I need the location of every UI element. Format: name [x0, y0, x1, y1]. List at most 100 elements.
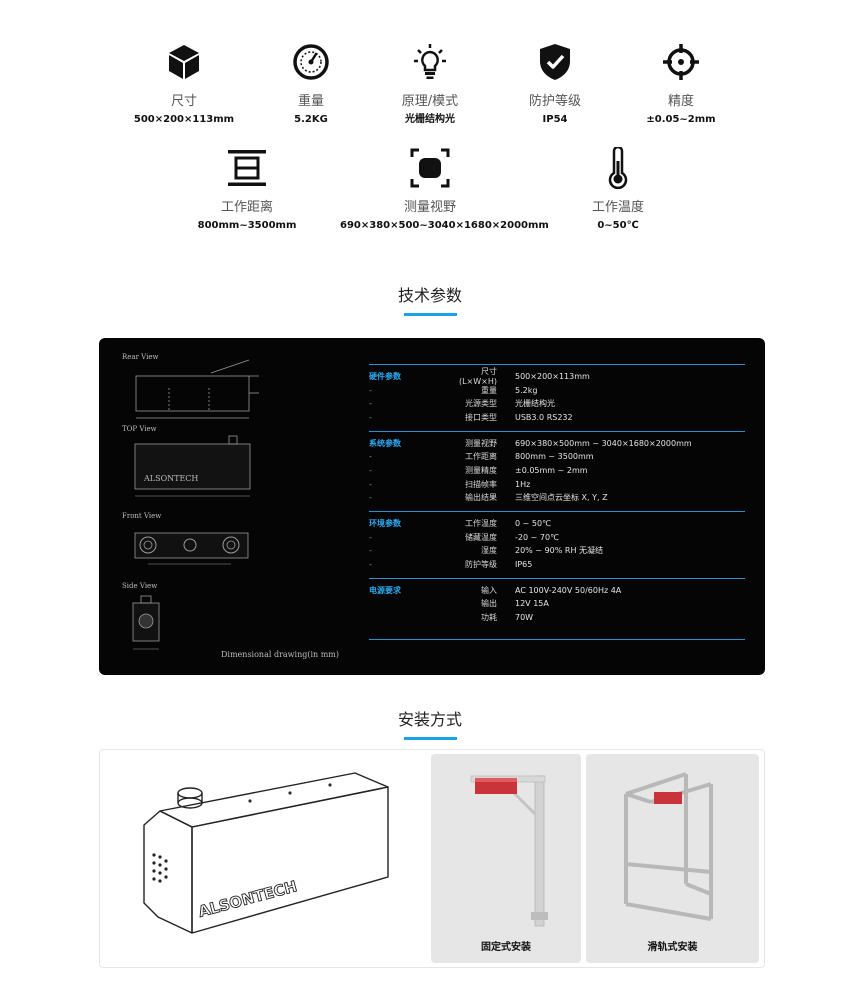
section-title-install: 安装方式: [397, 710, 462, 729]
thermometer-icon: [528, 146, 708, 190]
rear-view-outline: [135, 359, 259, 419]
spec-row: - 输出结果 三维空间点云坐标 X, Y, Z: [369, 492, 745, 506]
distance-icon: [157, 146, 337, 190]
spec-key: 输出结果: [465, 493, 497, 503]
spec-row: - 光源类型 光栅结构光: [369, 397, 745, 411]
spec-value: 12V 15A: [515, 599, 549, 609]
feature-field-of-view: 测量视野 690×380×500~3040×1680×2000mm: [340, 146, 549, 232]
rail-mount-card[interactable]: 滑轨式安装: [586, 754, 759, 963]
spec-key: 尺寸(L×W×H): [458, 366, 497, 386]
spec-key: 输入: [481, 585, 497, 595]
fixed-mount-illustration: [470, 775, 548, 927]
feature-accuracy: 精度 ±0.05~2mm: [591, 40, 771, 126]
spec-value: 70W: [515, 613, 534, 623]
side-view-outline: Side View: [122, 582, 160, 650]
spec-group-title: 环境参数: [369, 519, 401, 529]
device-illustration: ALSONTECH: [143, 772, 389, 934]
feature-size: 尺寸 500×200×113mm: [94, 40, 274, 126]
dimensional-drawing: Rear View TOP View ALSONTECH Front View: [122, 353, 339, 659]
spec-row: -测量精度±0.05mm ~ 2mm: [369, 464, 745, 478]
crosshair-icon: [591, 40, 771, 84]
feature-label: 原理/模式: [401, 94, 459, 109]
fixed-mount-card[interactable]: 固定式安装: [431, 754, 581, 963]
spec-row: 功耗 70W: [369, 611, 745, 625]
spec-value: 690×380×500mm ~ 3040×1680×2000mm: [515, 438, 692, 448]
device-brand: ALSONTECH: [196, 877, 299, 921]
spec-dash: -: [369, 479, 372, 489]
spec-dash: -: [369, 546, 372, 556]
feature-label: 测量视野: [403, 200, 456, 215]
spec-key: 扫描帧率: [465, 479, 497, 489]
spec-divider: [369, 577, 745, 579]
feature-value: 800mm~3500mm: [197, 220, 297, 231]
spec-key: 储藏温度: [465, 532, 497, 542]
spec-group-title: 电源要求: [369, 585, 401, 595]
spec-panel: Rear View TOP View ALSONTECH Front View: [99, 338, 765, 675]
spec-dash: -: [369, 560, 372, 570]
spec-key: 工作温度: [465, 519, 497, 529]
rear-view-label: Rear View: [122, 353, 158, 361]
spec-group-title: 系统参数: [369, 438, 401, 448]
feature-label: 工作距离: [220, 200, 273, 215]
spec-key: 输出: [481, 599, 497, 609]
spec-dash: -: [369, 385, 372, 395]
fixed-mount-label: 固定式安装: [481, 942, 531, 953]
feature-working-temperature: 工作温度 0~50℃: [528, 146, 708, 232]
spec-value: USB3.0 RS232: [515, 412, 573, 422]
top-view-label: TOP View: [122, 425, 157, 433]
spec-key: 测量精度: [465, 465, 497, 475]
spec-key: 光源类型: [465, 399, 497, 409]
spec-row: - 扫描帧率 1Hz: [369, 478, 745, 492]
spec-divider: [369, 430, 745, 432]
spec-key: 功耗: [481, 613, 497, 623]
spec-value: 光栅结构光: [515, 399, 555, 409]
front-view-label: Front View: [122, 512, 161, 520]
lightbulb-icon: [340, 40, 520, 84]
feature-label: 精度: [667, 94, 694, 109]
drawing-brand: ALSONTECH: [143, 474, 198, 483]
section-underline: [404, 313, 457, 316]
spec-dash: -: [369, 532, 372, 542]
shield-icon: [465, 40, 645, 84]
spec-divider: [369, 511, 745, 513]
feature-label: 重量: [297, 94, 324, 109]
spec-dash: -: [369, 493, 372, 503]
spec-value: AC 100V-240V 50/60Hz 4A: [515, 585, 622, 595]
spec-value: 1Hz: [515, 479, 531, 489]
cube-icon: [94, 40, 274, 84]
spec-value: -20 ~ 70℃: [515, 532, 560, 542]
rail-mount-label: 滑轨式安装: [647, 942, 698, 953]
spec-value: 三维空间点云坐标 X, Y, Z: [515, 493, 608, 503]
spec-group-title: 硬件参数: [369, 371, 401, 381]
scale-icon: [221, 40, 401, 84]
feature-value: 光栅结构光: [405, 114, 455, 125]
spec-value: 5.2kg: [515, 385, 538, 395]
feature-value: 690×380×500~3040×1680×2000mm: [340, 220, 549, 231]
feature-principle: 原理/模式 光栅结构光: [340, 40, 520, 126]
spec-key: 防护等级: [465, 560, 497, 570]
drawing-caption: Dimensional drawing(in mm): [221, 650, 339, 659]
feature-weight: 重量 5.2KG: [221, 40, 401, 126]
rail-mount-illustration: [624, 772, 713, 921]
spec-value: 800mm ~ 3500mm: [515, 452, 594, 462]
side-view-label: Side View: [122, 582, 157, 590]
feature-label: 尺寸: [170, 94, 197, 109]
spec-key: 工作距离: [465, 452, 497, 462]
spec-row: 环境参数 工作温度 0 ~ 50℃: [369, 517, 745, 531]
spec-key: 接口类型: [465, 412, 497, 422]
spec-value: 0 ~ 50℃: [515, 519, 552, 529]
spec-row: 电源要求 输入 AC 100V-240V 50/60Hz 4A: [369, 584, 745, 598]
spec-value: 20% ~ 90% RH 无凝结: [515, 546, 604, 556]
spec-dash: -: [369, 399, 372, 409]
spec-divider: [369, 364, 745, 365]
spec-row: 硬件参数尺寸(L×W×H)500×200×113mm: [369, 366, 745, 386]
feature-value: 5.2KG: [294, 114, 328, 125]
